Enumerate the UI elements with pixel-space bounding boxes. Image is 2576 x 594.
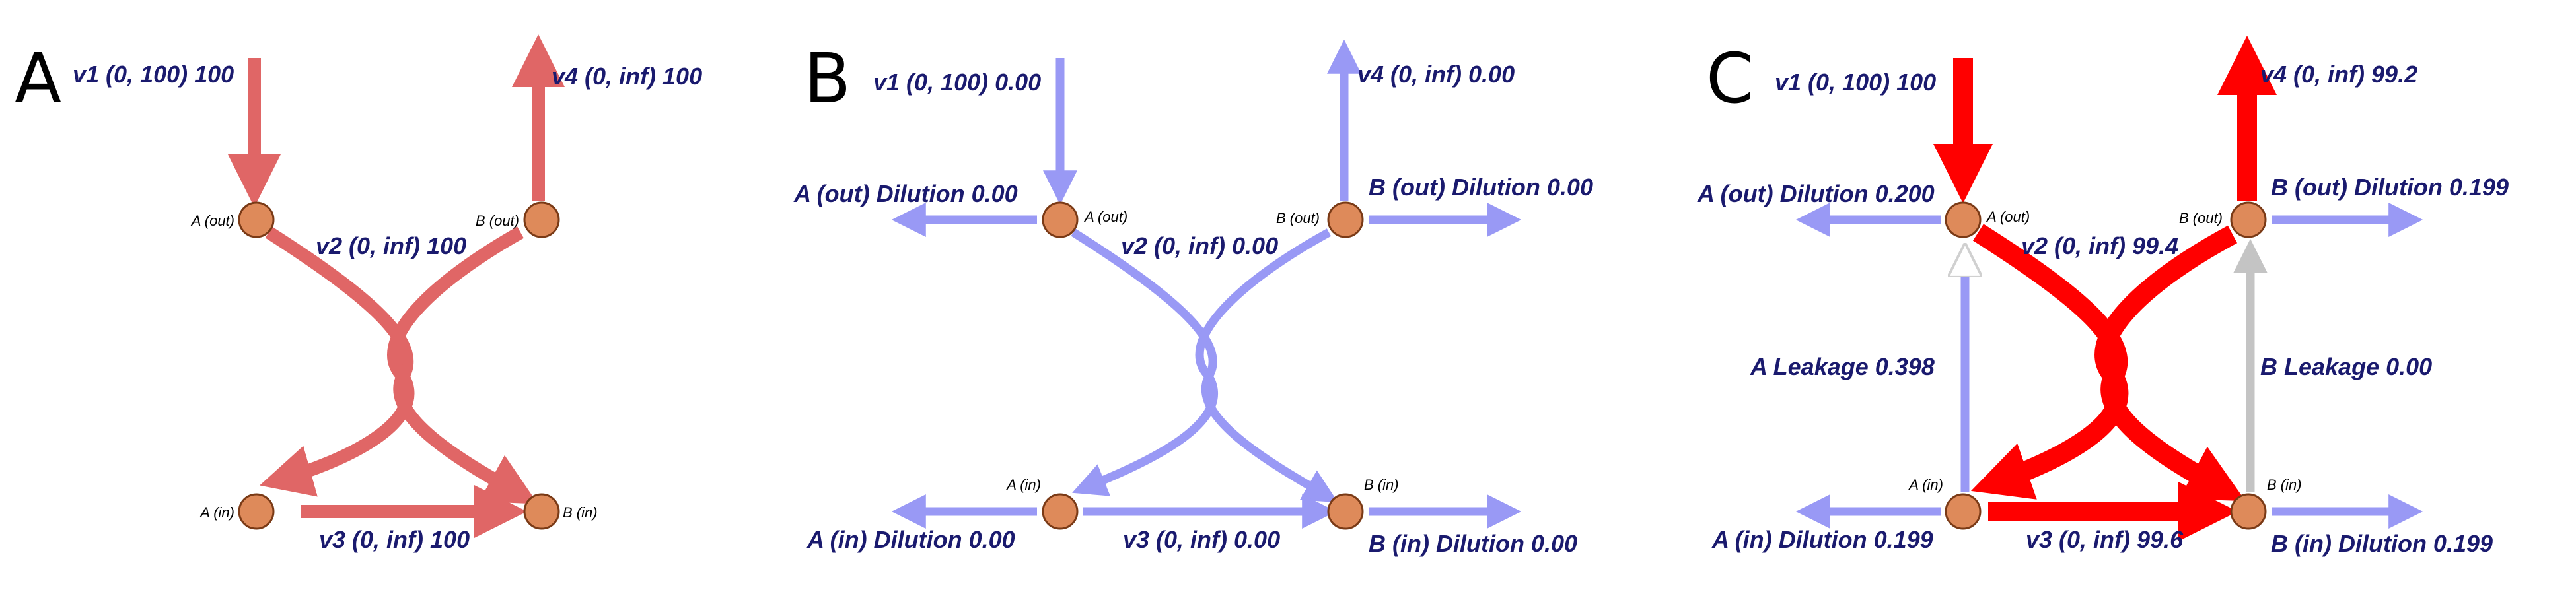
node-label-a-in: A (in): [1908, 477, 1943, 493]
v3-label: v3 (0, inf) 0.00: [1123, 526, 1280, 553]
internal-transfer-arrow: [1970, 225, 2238, 500]
a-out-dilution-label: A (out) Dilution 0.200: [1697, 180, 1935, 207]
node-label-a-in: A (in): [199, 504, 234, 521]
node-label-b-out: B (out): [2179, 210, 2223, 226]
b-leakage-label: B Leakage 0.00: [2260, 353, 2432, 380]
panel-letter: C: [1706, 38, 1754, 119]
b-out-dilution-label: B (out) Dilution 0.199: [2271, 174, 2509, 201]
v1-label: v1 (0, 100) 0.00: [873, 69, 1041, 96]
b-in-dilution-label: B (in) Dilution 0.00: [1369, 530, 1577, 557]
node-b-in: [1327, 493, 1364, 530]
node-b-out: [1327, 201, 1364, 238]
node-label-a-out: A (out): [1083, 209, 1127, 225]
node-label-a-in: A (in): [1005, 477, 1041, 493]
v1-label: v1 (0, 100) 100: [1775, 69, 1936, 96]
panel-a: A A (out) B (out) A (in) B (in) v1 (0, 1…: [15, 34, 702, 553]
node-label-b-in: B (in): [2267, 477, 2302, 493]
node-a-in: [1042, 493, 1079, 530]
internal-transfer-arrow: [260, 226, 524, 497]
panel-c: C A (out) B (out) A (in) B (: [1697, 35, 2509, 557]
node-a-out: [238, 201, 275, 238]
panel-letter: B: [804, 38, 851, 119]
v1-label: v1 (0, 100) 100: [73, 61, 234, 88]
node-a-out: [1042, 201, 1079, 238]
panel-letter: A: [15, 38, 61, 119]
node-a-in: [1945, 493, 1982, 530]
node-label-b-in: B (in): [563, 504, 598, 521]
v2-label: v2 (0, inf) 0.00: [1121, 232, 1278, 259]
v2-label: v2 (0, inf) 99.4: [2021, 232, 2178, 259]
a-out-dilution-label: A (out) Dilution 0.00: [793, 180, 1018, 207]
a-in-dilution-label: A (in) Dilution 0.00: [806, 526, 1015, 553]
node-b-out: [2230, 201, 2267, 238]
node-label-b-in: B (in): [1364, 477, 1399, 493]
node-b-in: [523, 493, 560, 530]
a-leakage-label: A Leakage 0.398: [1750, 353, 1935, 380]
b-in-dilution-label: B (in) Dilution 0.199: [2271, 530, 2493, 557]
v3-label: v3 (0, inf) 99.6: [2026, 526, 2184, 553]
v3-label: v3 (0, inf) 100: [319, 526, 470, 553]
a-in-dilution-label: A (in) Dilution 0.199: [1711, 526, 1933, 553]
v4-label: v4 (0, inf) 0.00: [1357, 61, 1515, 88]
node-a-out: [1945, 201, 1982, 238]
v2-label: v2 (0, inf) 100: [316, 232, 466, 259]
v4-label: v4 (0, inf) 100: [552, 63, 702, 90]
node-a-in: [238, 493, 275, 530]
internal-transfer-arrow: [1072, 228, 1332, 496]
node-label-b-out: B (out): [1276, 210, 1320, 226]
b-out-dilution-label: B (out) Dilution 0.00: [1369, 174, 1593, 201]
node-label-a-out: A (out): [190, 213, 234, 229]
node-label-a-out: A (out): [1986, 209, 2030, 225]
v4-label: v4 (0, inf) 99.2: [2260, 61, 2417, 88]
panel-b: B A (out) B (out) A (in) B (in) v1 (0, 1…: [793, 38, 1593, 557]
node-b-out: [523, 201, 560, 238]
node-label-b-out: B (out): [476, 213, 519, 229]
node-b-in: [2230, 493, 2267, 530]
